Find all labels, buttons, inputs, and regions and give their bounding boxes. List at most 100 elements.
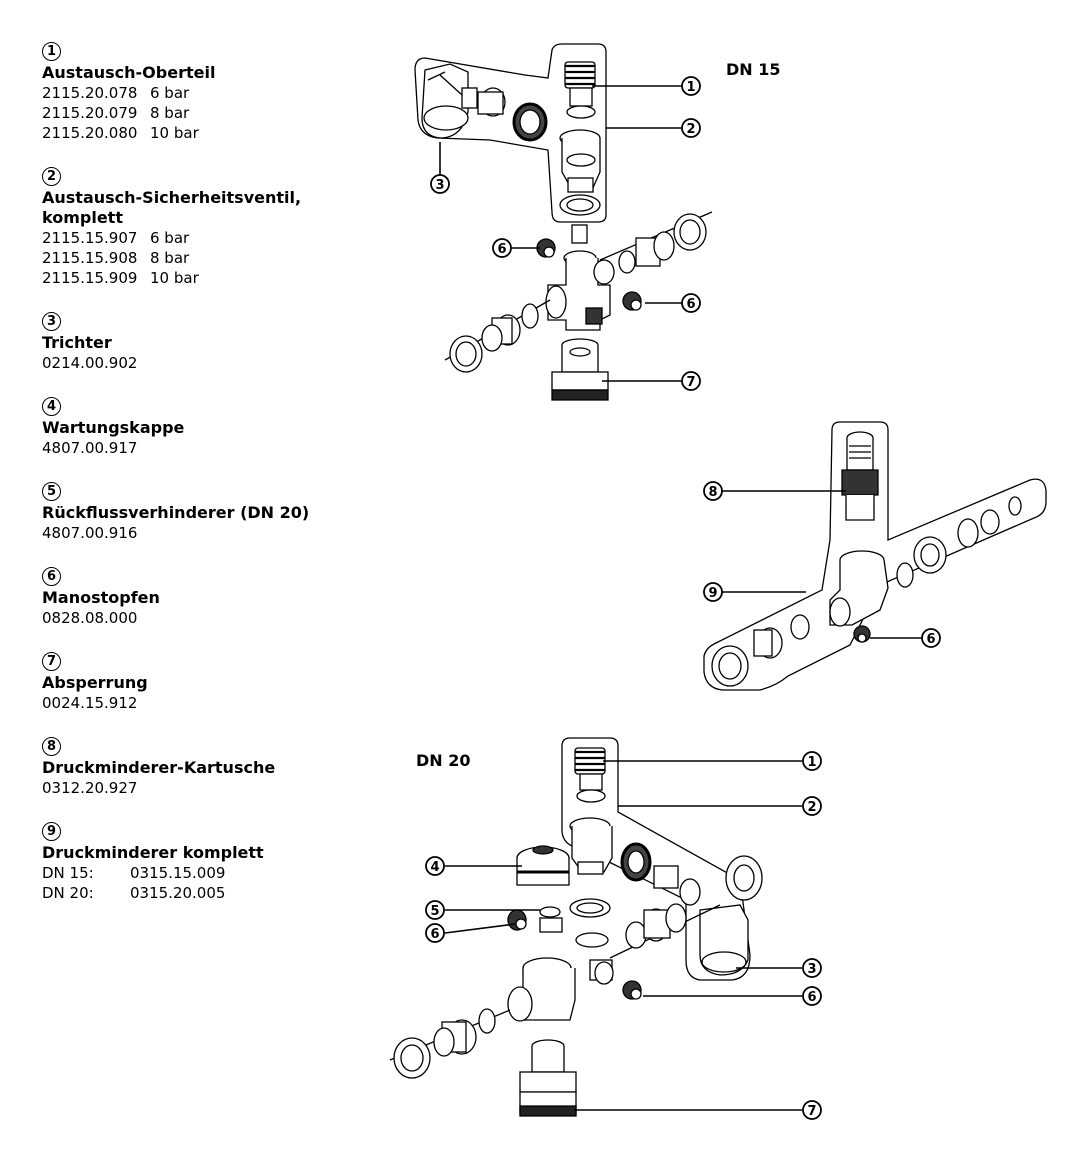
part-row: 2115.15.907 6 bar (42, 228, 342, 248)
part-row: DN 15: 0315.15.009 (42, 863, 342, 883)
callout-leaders (444, 760, 802, 1111)
funnel-outline (561, 737, 751, 981)
maintenance-cap (516, 845, 570, 886)
dn20-assembly: DN 20 (389, 737, 822, 1120)
callout-number: 3 (435, 178, 444, 193)
part-code: 4807.00.917 (42, 439, 138, 457)
part-title: Druckminderer-Kartusche (42, 758, 276, 777)
part-code: 2115.20.078 (42, 84, 138, 102)
part-code: DN 15: (42, 864, 94, 882)
part-title: Austausch-Sicherheitsventil, komplett (42, 188, 302, 227)
funnel-outline (414, 43, 607, 223)
part-code: 2115.20.080 (42, 124, 138, 142)
center-cross-body (545, 250, 615, 331)
part-code: 4807.00.916 (42, 524, 138, 542)
part-4: 4 Wartungskappe 4807.00.917 (42, 395, 342, 458)
part-row: 0214.00.902 (42, 353, 342, 373)
part-spec: 6 bar (150, 84, 190, 102)
shutoff-valve (519, 1039, 577, 1117)
manostopfen-plug (536, 238, 556, 258)
shutoff-valve (551, 338, 609, 401)
callout-number: 1 (807, 755, 816, 770)
part-title: Trichter (42, 333, 112, 352)
callout-number: 9 (708, 586, 717, 601)
part-row: DN 20:0315.20.005 (42, 883, 342, 903)
part-spec: 0315.15.009 (130, 864, 226, 882)
part-code: 2115.15.907 (42, 229, 138, 247)
part-code: 0312.20.927 (42, 779, 138, 797)
center-cross-body (507, 898, 614, 1022)
part-title: Rückflussverhinderer (DN 20) (42, 503, 310, 522)
funnel-part (421, 63, 469, 139)
part-title: Druckminderer komplett (42, 843, 264, 862)
part-title: Manostopfen (42, 588, 160, 607)
part-2: 2 Austausch-Sicherheitsventil, komplett … (42, 165, 342, 288)
part-spec: 6 bar (150, 229, 190, 247)
part-code: 0828.08.000 (42, 609, 138, 627)
callouts-dn20: 1 2 4 5 6 3 6 7 (425, 751, 822, 1120)
part-spec: 0315.20.005 (130, 884, 226, 902)
manostopfen-plug (507, 909, 527, 931)
part-number-badge: 8 (42, 737, 61, 756)
part-spec: 8 bar (150, 249, 190, 267)
callout-number: 6 (497, 242, 506, 257)
part-code: 2115.15.909 (42, 269, 138, 287)
part-code: 2115.15.908 (42, 249, 138, 267)
part-row: 0024.15.912 (42, 693, 342, 713)
callouts-reducer: 8 9 6 (703, 481, 941, 648)
pressure-reducer-assembly: 8 9 6 (703, 421, 1047, 691)
reducer-fittings-right (913, 496, 1022, 574)
part-row: 2115.20.080 10 bar (42, 123, 342, 143)
part-row: 2115.15.909 10 bar (42, 268, 342, 288)
part-title: Austausch-Oberteil (42, 63, 216, 82)
part-row: 4807.00.916 (42, 523, 342, 543)
callout-number: 3 (807, 962, 816, 977)
callout-leaders (722, 490, 922, 639)
part-number-badge: 2 (42, 167, 61, 186)
safety-valve-head (574, 747, 606, 803)
part-number-badge: 7 (42, 652, 61, 671)
manostopfen-plug (622, 980, 642, 1000)
safety-valve-body (569, 817, 613, 875)
part-code: 0214.00.902 (42, 354, 138, 372)
part-3: 3 Trichter 0214.00.902 (42, 310, 342, 373)
part-spec: 10 bar (150, 124, 199, 142)
dn20-label: DN 20 (416, 751, 471, 770)
callout-number: 8 (708, 485, 717, 500)
part-row: 2115.20.079 8 bar (42, 103, 342, 123)
callout-number: 1 (686, 80, 695, 95)
dn15-assembly: DN 15 (414, 43, 781, 401)
callout-number: 4 (430, 860, 439, 875)
manostopfen-plug (853, 625, 871, 643)
part-row: 0828.08.000 (42, 608, 342, 628)
pipe-fittings-right-lower (609, 903, 721, 959)
safety-valve-body (559, 129, 601, 244)
callout-number: 7 (686, 375, 695, 390)
part-spec: 10 bar (150, 269, 199, 287)
callout-leaders (439, 85, 682, 382)
callouts-dn15: 1 2 3 6 6 7 (430, 76, 701, 391)
part-row: 2115.15.908 8 bar (42, 248, 342, 268)
part-5: 5 Rückflussverhinderer (DN 20) 4807.00.9… (42, 480, 342, 543)
part-code: 0024.15.912 (42, 694, 138, 712)
pipe-fittings-right (599, 211, 713, 274)
part-8: 8 Druckminderer-Kartusche 0312.20.927 (42, 735, 342, 798)
part-row: 4807.00.917 (42, 438, 342, 458)
part-row: 2115.20.078 6 bar (42, 83, 342, 103)
callout-number: 6 (807, 990, 816, 1005)
part-number-badge: 3 (42, 312, 61, 331)
part-number-badge: 4 (42, 397, 61, 416)
pipe-fittings-left (389, 1008, 511, 1079)
part-spec: 8 bar (150, 104, 190, 122)
callout-number: 7 (807, 1104, 816, 1119)
safety-valve-head (564, 61, 596, 119)
part-code: 2115.20.079 (42, 104, 138, 122)
reducer-cartridge (841, 431, 879, 521)
part-number-badge: 6 (42, 567, 61, 586)
pipe-fittings-upper (461, 87, 548, 142)
pipe-fittings-left (444, 299, 551, 373)
callout-number: 2 (807, 800, 816, 815)
reducer-outline (703, 421, 1047, 691)
